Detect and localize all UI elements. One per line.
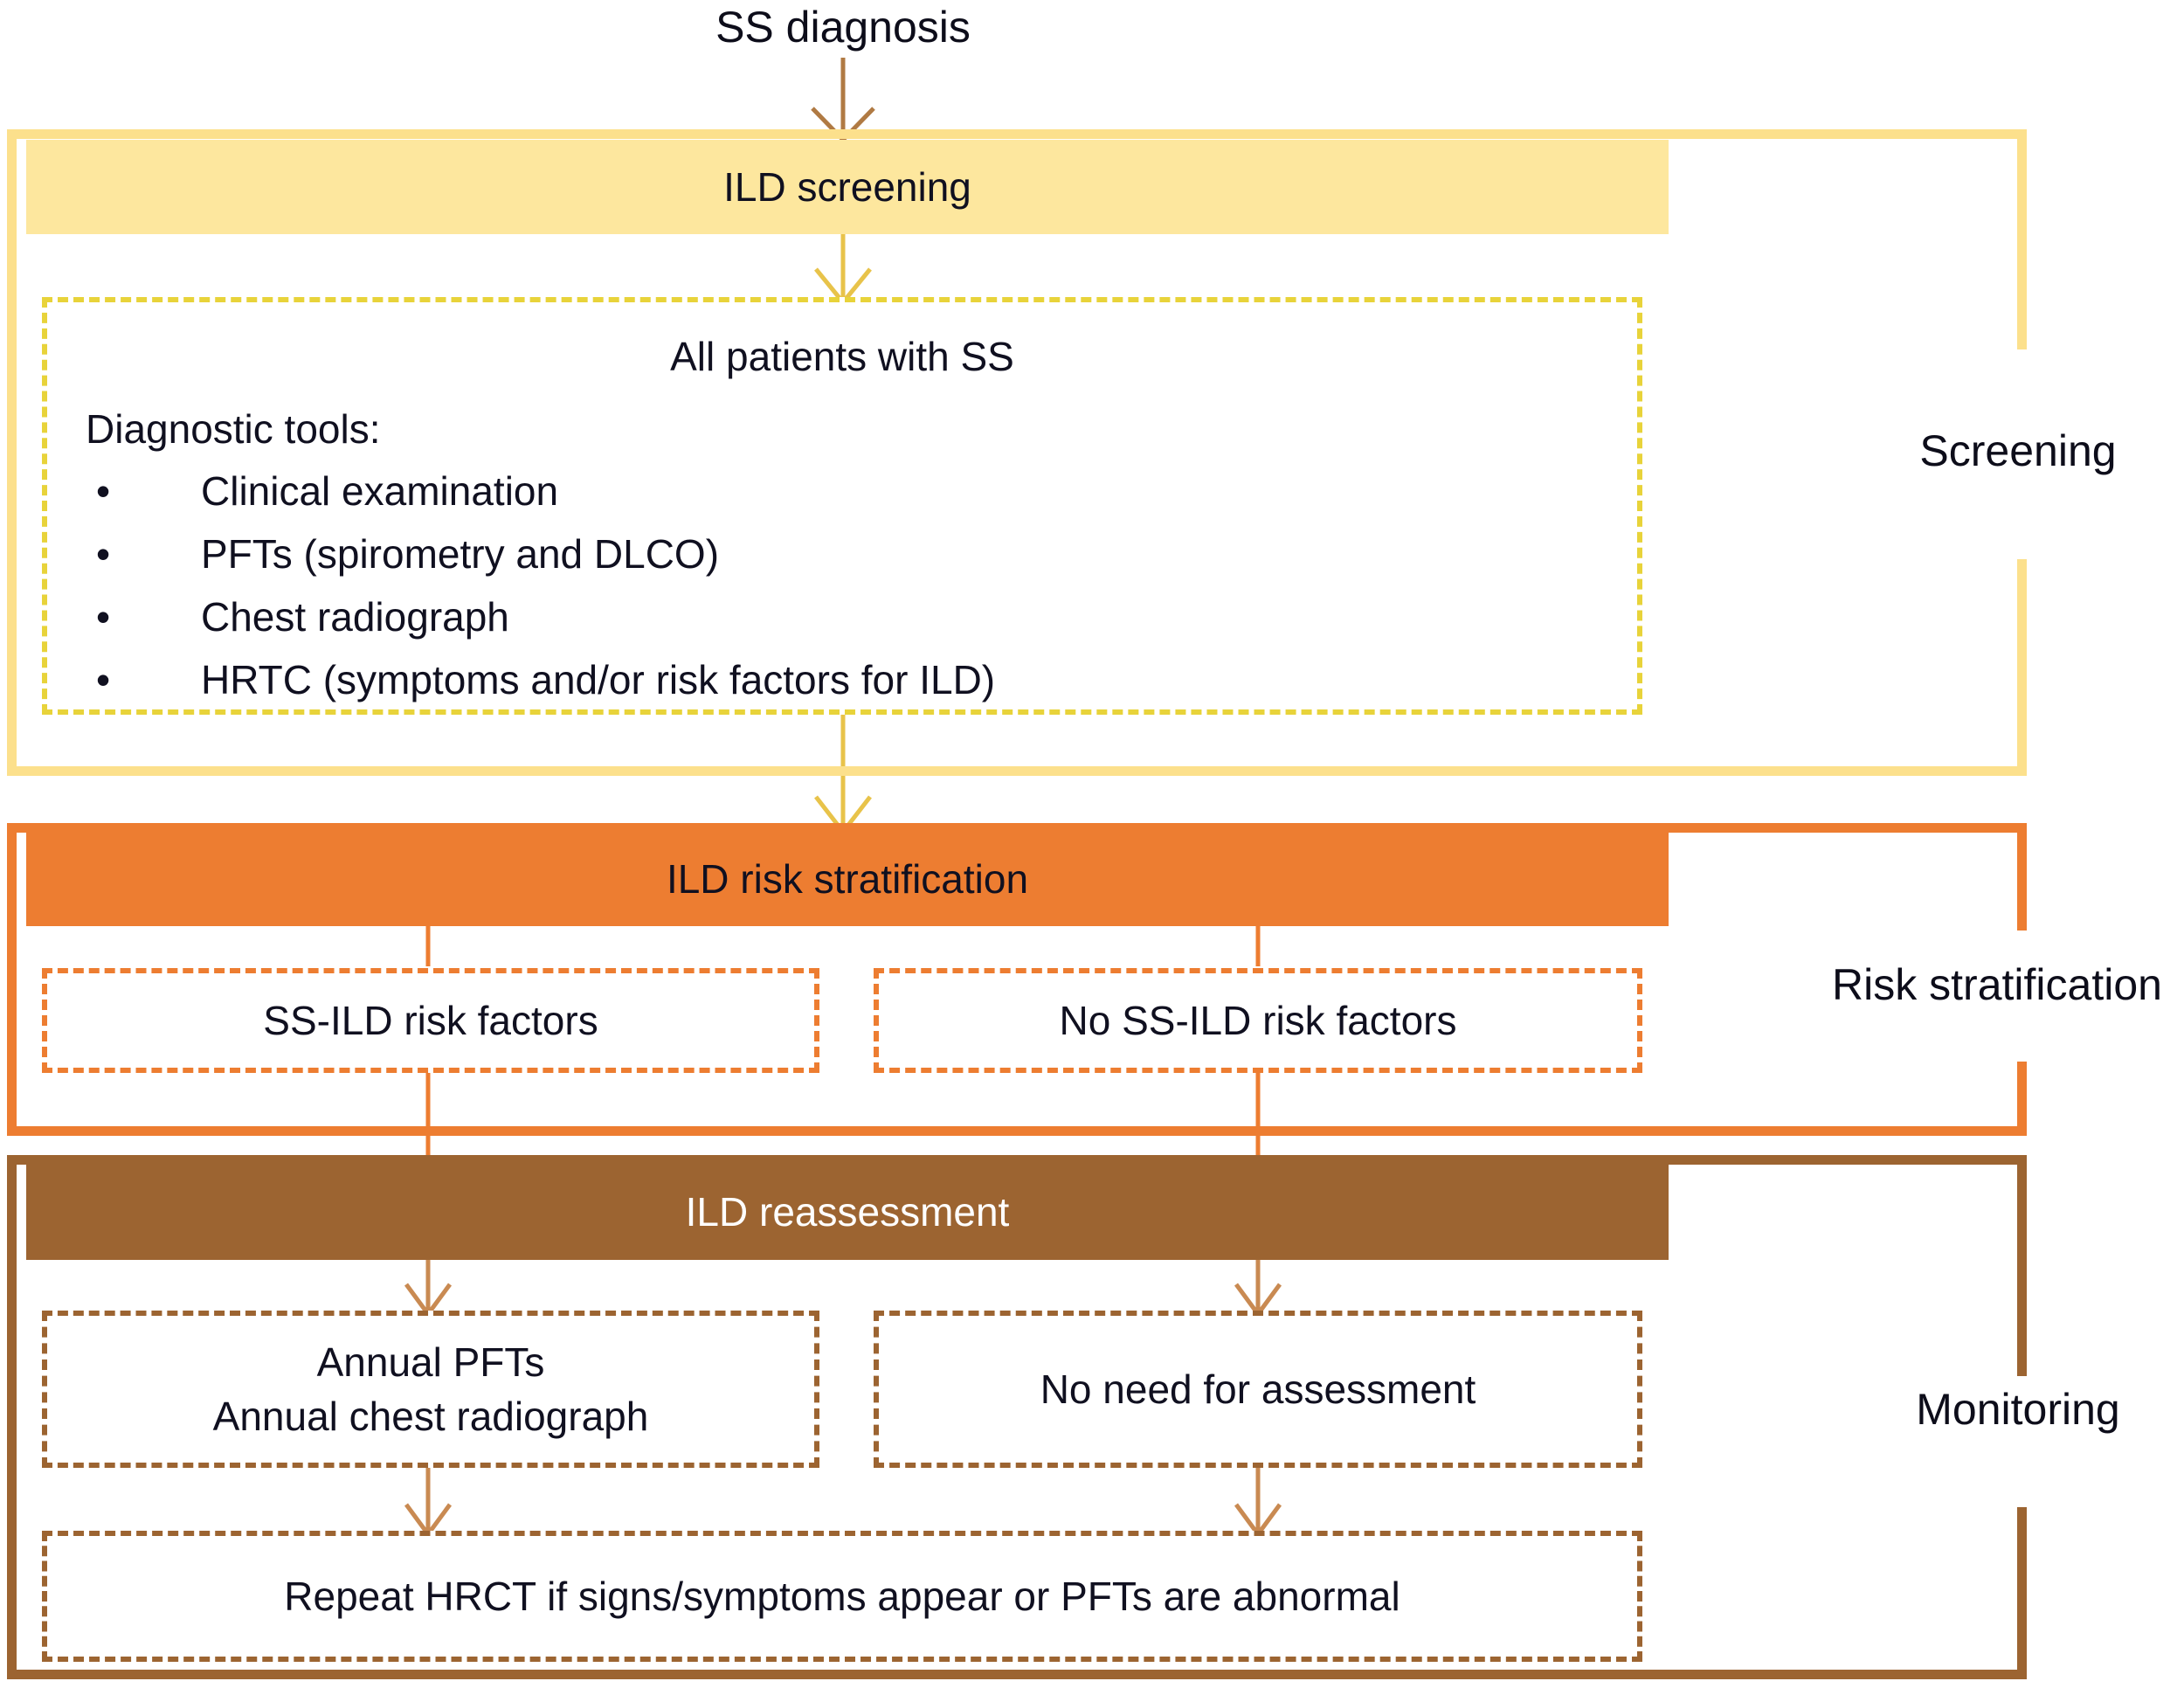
box-label: SS-ILD risk factors — [263, 998, 598, 1043]
box-repeat-hrct: Repeat HRCT if signs/symptoms appear or … — [42, 1531, 1642, 1662]
list-item-label: Clinical examination — [201, 468, 559, 514]
bullet-icon: • — [96, 594, 111, 640]
box-label: No SS-ILD risk factors — [1059, 998, 1457, 1043]
bullet-icon: • — [96, 468, 111, 514]
frame-notch-screening — [2001, 349, 2035, 559]
list-item-label: PFTs (spirometry and DLCO) — [201, 531, 720, 577]
bullet-icon: • — [96, 657, 111, 702]
diagnostic-tools-label: Diagnostic tools: — [86, 406, 381, 452]
band-ild-risk-stratification: ILD risk stratification — [26, 832, 1669, 926]
list-item: • Clinical examination — [47, 460, 1637, 522]
list-item-label: HRTC (symptoms and/or risk factors for I… — [201, 657, 996, 702]
box-no-ss-ild-risk-factors: No SS-ILD risk factors — [874, 968, 1642, 1073]
box-label-line-1: Annual PFTs — [316, 1339, 545, 1385]
list-item-label: Chest radiograph — [201, 594, 509, 640]
side-label-screening: Screening — [1919, 426, 2117, 475]
box-label: Repeat HRCT if signs/symptoms appear or … — [284, 1574, 1400, 1619]
box-no-need-for-assessment: No need for assessment — [874, 1311, 1642, 1468]
diagnostic-tools-list: • Clinical examination • PFTs (spirometr… — [47, 460, 1637, 711]
box-annual-assessment: Annual PFTs Annual chest radiograph — [42, 1311, 819, 1468]
side-label-risk-stratification: Risk stratification — [1832, 960, 2162, 1009]
bullet-icon: • — [96, 531, 111, 577]
box-all-patients-with-ss: All patients with SS Diagnostic tools: •… — [42, 297, 1642, 715]
list-item: • HRTC (symptoms and/or risk factors for… — [47, 648, 1637, 711]
box-label: No need for assessment — [1040, 1366, 1476, 1412]
box-ss-ild-risk-factors: SS-ILD risk factors — [42, 968, 819, 1073]
band-ild-reassessment: ILD reassessment — [26, 1164, 1669, 1260]
box-label-line-2: Annual chest radiograph — [212, 1394, 649, 1439]
side-label-monitoring: Monitoring — [1916, 1385, 2120, 1434]
page-title: SS diagnosis — [715, 3, 971, 52]
frame-notch-monitoring — [2001, 1376, 2035, 1507]
frame-notch-risk-stratification — [2001, 931, 2035, 1062]
all-patients-title: All patients with SS — [670, 334, 1014, 379]
list-item: • PFTs (spirometry and DLCO) — [47, 522, 1637, 585]
list-item: • Chest radiograph — [47, 585, 1637, 648]
band-ild-screening: ILD screening — [26, 140, 1669, 234]
